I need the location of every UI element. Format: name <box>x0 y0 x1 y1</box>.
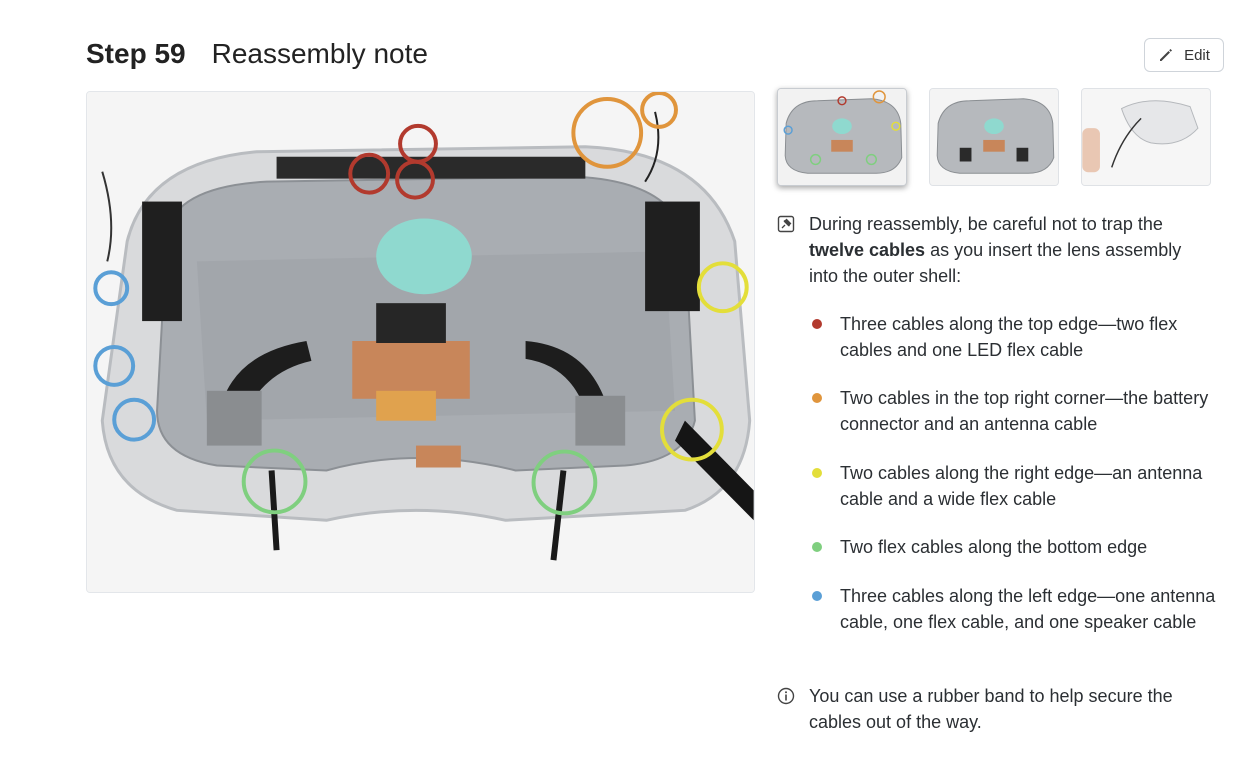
green-dot <box>812 542 822 552</box>
list-item: Three cables along the left edge—one ant… <box>812 583 1230 635</box>
pin-icon <box>777 215 795 233</box>
thumbnail-2[interactable] <box>929 88 1059 186</box>
blue-dot <box>812 591 822 601</box>
list-item: Two cables along the right edge—an anten… <box>812 460 1230 512</box>
lens-assembly-photo <box>87 92 754 592</box>
instruction-main-text: During reassembly, be careful not to tra… <box>809 214 1182 286</box>
pencil-icon <box>1160 49 1173 61</box>
edit-button-label: Edit <box>1184 46 1210 64</box>
red-dot <box>812 319 822 329</box>
thumbnail-3[interactable] <box>1081 88 1211 186</box>
yellow-dot <box>812 468 822 478</box>
list-item: Two cables in the top right corner—the b… <box>812 385 1230 437</box>
thumbnail-1[interactable] <box>777 88 907 186</box>
step-header: Step 59 Reassembly note <box>86 38 428 70</box>
list-item: Three cables along the top edge—two flex… <box>812 311 1230 363</box>
step-title: Reassembly note <box>211 38 428 69</box>
main-step-image[interactable] <box>86 91 755 593</box>
list-item: Two flex cables along the bottom edge <box>812 534 1230 560</box>
edit-button[interactable]: Edit <box>1144 38 1224 72</box>
instruction-main: During reassembly, be careful not to tra… <box>777 211 1209 289</box>
orange-dot <box>812 393 822 403</box>
thumbnail-strip <box>777 88 1211 186</box>
info-icon <box>777 687 795 705</box>
step-number: Step 59 <box>86 38 186 69</box>
instruction-bold: twelve cables <box>809 240 926 260</box>
instruction-note: You can use a rubber band to help secure… <box>777 683 1209 735</box>
instruction-note-text: You can use a rubber band to help secure… <box>809 686 1173 732</box>
